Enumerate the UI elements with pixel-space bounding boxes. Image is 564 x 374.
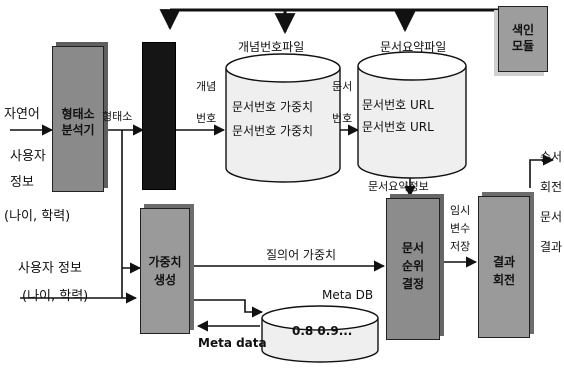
- concept-edge-label: 개념: [196, 80, 216, 94]
- concept-file-row-2: 문서번호 가중치: [232, 124, 313, 138]
- summary-file-row-2: 문서번호 URL: [362, 120, 434, 134]
- result-return-box: 결과 회전: [478, 196, 530, 338]
- concept-file-row-1: 문서번호 가중치: [232, 100, 313, 114]
- arrow-weight-to-meta: [190, 300, 262, 312]
- result-output-label: 결과: [540, 240, 562, 254]
- temp-label: 임시: [450, 204, 470, 218]
- number2-edge-label: 번호: [332, 112, 352, 126]
- concept-number-file-db: [226, 54, 340, 182]
- result-return-label-2: 회전: [479, 273, 529, 288]
- search-module-label-1: 색인: [499, 23, 547, 38]
- doc-rank-label-2: 순위: [387, 259, 439, 274]
- concept-extractor-block: [142, 42, 176, 190]
- doc-edge-label: 문서: [332, 80, 352, 94]
- return-output-label: 회전: [540, 180, 562, 194]
- number-edge-label: 번호: [196, 112, 216, 126]
- natural-language-label: 자연어: [4, 108, 40, 122]
- result-return-label-1: 결과: [479, 255, 529, 270]
- doc-rank-label-3: 결정: [387, 277, 439, 292]
- meta-db-row: 0.8 0.9...: [292, 324, 352, 338]
- summary-file-row-1: 문서번호 URL: [362, 98, 434, 112]
- age-edu-label-1: (나이, 학력): [4, 210, 70, 224]
- concept-file-title: 개념번호파일: [238, 40, 304, 54]
- doc-summary-info-label: 문서요약정보: [368, 180, 429, 194]
- query-weight-label: 질의어 가중치: [266, 248, 336, 262]
- age-edu-label-2: (나이, 학력): [22, 290, 88, 304]
- meta-data-label: Meta data: [198, 336, 267, 350]
- doc-summary-file-db: [358, 52, 466, 178]
- info-label: 정보: [10, 176, 34, 190]
- rank-output-label: 순서: [540, 150, 562, 164]
- morpheme-edge-label: 형태소: [102, 110, 132, 124]
- variable-label: 변수: [450, 222, 470, 236]
- search-module-label-2: 모듈: [499, 39, 547, 54]
- doc-rank-label-1: 문서: [387, 241, 439, 256]
- doc-output-label: 문서: [540, 210, 562, 224]
- summary-file-title: 문서요약파일: [380, 40, 446, 54]
- user-label: 사용자: [10, 150, 46, 164]
- weight-gen-box: 가중치 생성: [140, 208, 190, 334]
- morph-analyzer-label-1: 형태소: [53, 107, 103, 122]
- meta-db-title: Meta DB: [322, 288, 373, 302]
- morph-analyzer-box: 형태소 분석기: [52, 46, 104, 192]
- morph-analyzer-label-2: 분석기: [53, 123, 103, 138]
- weight-gen-label-2: 생성: [141, 273, 189, 288]
- store-label: 저장: [450, 240, 470, 254]
- user-info-label: 사용자 정보: [18, 262, 82, 276]
- weight-gen-label-1: 가중치: [141, 255, 189, 270]
- search-module-box: 색인 모듈: [498, 6, 548, 72]
- doc-rank-box: 문서 순위 결정: [386, 198, 440, 340]
